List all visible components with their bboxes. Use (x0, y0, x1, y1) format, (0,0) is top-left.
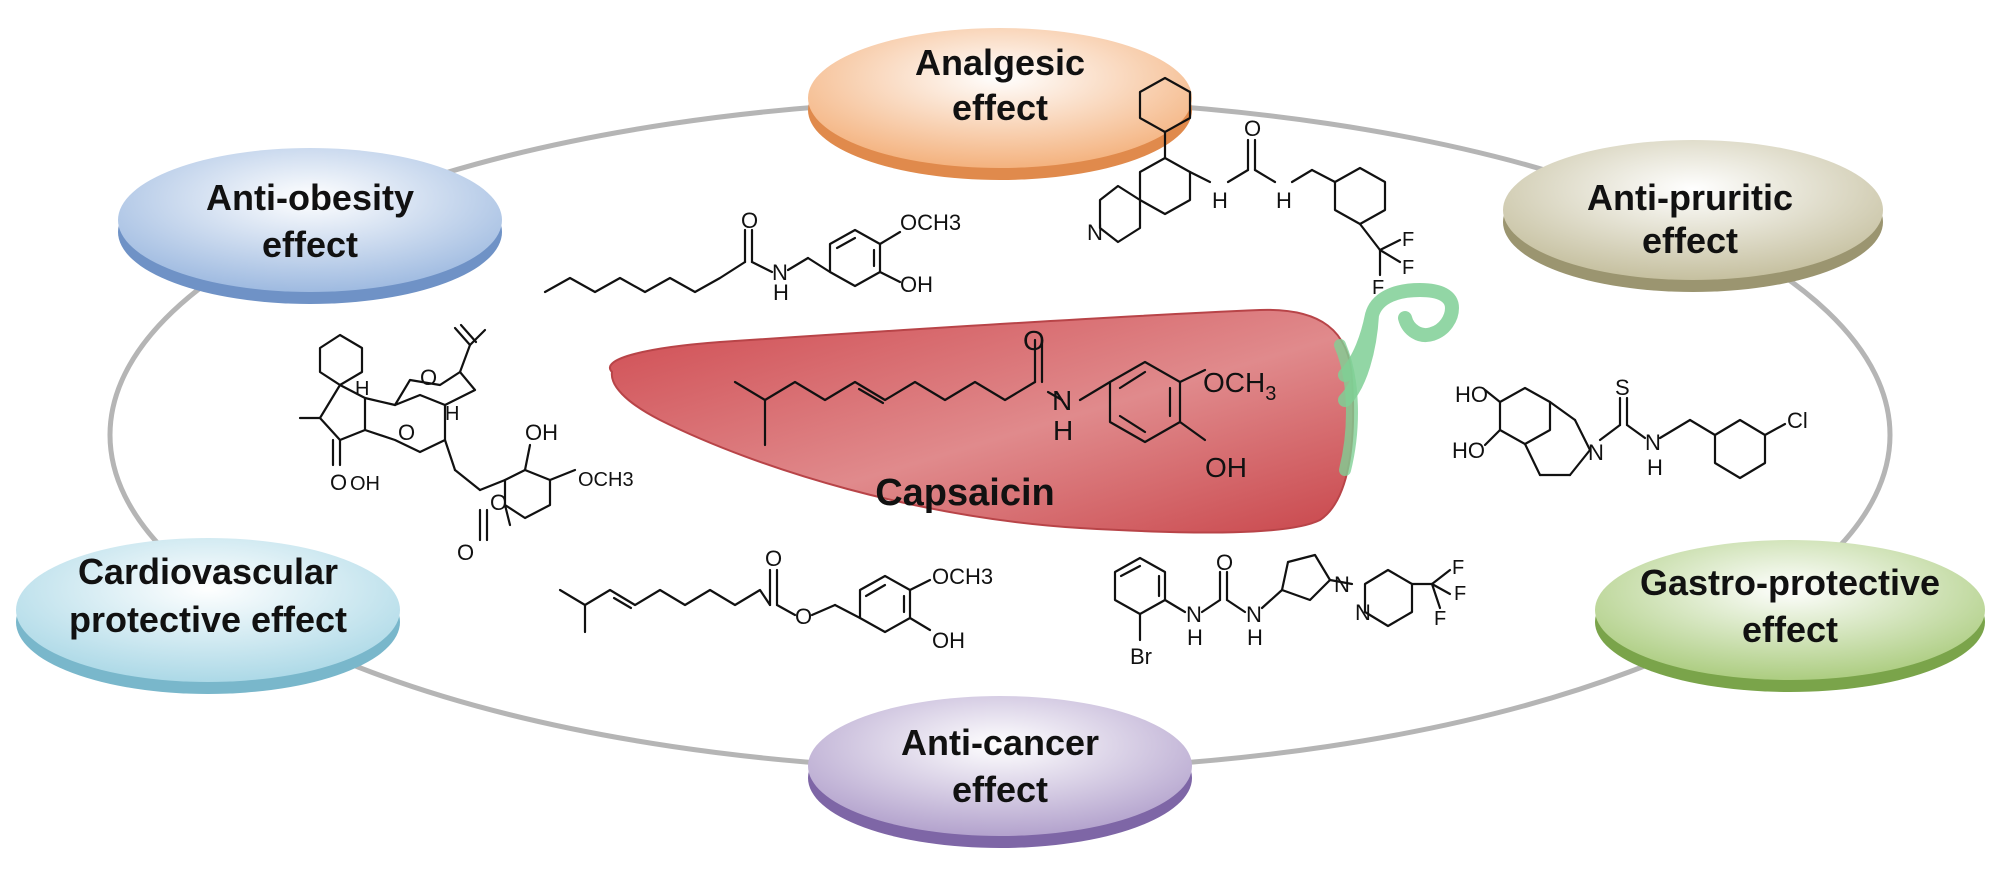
pepper-stem-cap (1334, 339, 1358, 476)
m4-oh2: OH (525, 420, 558, 445)
effect-anti-cancer-line1: Anti-cancer (901, 722, 1099, 763)
capsaicin-label: Capsaicin (875, 472, 1055, 514)
pepper-stem (1338, 283, 1459, 407)
m5-o1: O (765, 546, 782, 571)
effect-cardiovascular: Cardiovascular protective effect (16, 538, 400, 694)
m4-h2: H (445, 403, 459, 425)
molecule-capsiate: O O OCH3 OH (558, 546, 993, 653)
effect-gastro-protective-line1: Gastro-protective (1640, 562, 1940, 603)
capsaicin-oh: OH (1205, 452, 1247, 483)
m1-h: H (773, 280, 789, 305)
effect-cardiovascular-line2: protective effect (69, 599, 347, 640)
m5-oh: OH (932, 628, 965, 653)
m1-oh: OH (900, 272, 933, 297)
m2-h2: H (1276, 188, 1292, 213)
effect-analgesic-line2: effect (952, 87, 1048, 128)
effect-anti-pruritic-line2: effect (1642, 220, 1738, 261)
effect-anti-cancer-line2: effect (952, 769, 1048, 810)
m6-n1: N (1186, 602, 1202, 627)
capsaicin-atom-h: H (1053, 415, 1073, 446)
m4-o1: O (330, 470, 347, 495)
molecule-nonivamide: O N H OCH3 OH (543, 208, 961, 305)
effect-gastro-protective: Gastro-protective effect (1595, 540, 1985, 692)
m3-n1: N (1588, 440, 1604, 465)
m3-cl: Cl (1787, 408, 1808, 433)
m6-f3: F (1434, 608, 1446, 630)
m2-o: O (1244, 116, 1261, 141)
m1-n: N (772, 260, 788, 285)
m3-ho2: HO (1452, 438, 1485, 463)
molecule-resiniferatoxin: O O O O H H OH OH OCH3 O (298, 323, 634, 565)
m3-s: S (1615, 375, 1630, 400)
m6-n4: N (1355, 600, 1371, 625)
molecule-pyrrolidinyl-urea: Br O N H N H N N F F F (1113, 550, 1466, 669)
m6-n3: N (1334, 572, 1350, 597)
m4-h1: H (355, 378, 369, 400)
effect-anti-pruritic-line1: Anti-pruritic (1587, 177, 1793, 218)
m3-ho1: HO (1455, 382, 1488, 407)
molecule-capsazepine: HO HO S N N H Cl (1452, 375, 1808, 480)
m4-o3: O (420, 365, 437, 390)
m2-h1: H (1212, 188, 1228, 213)
effect-anti-obesity-line1: Anti-obesity (206, 177, 414, 218)
effect-anti-obesity: Anti-obesity effect (118, 148, 502, 304)
m1-och3: OCH3 (900, 210, 961, 235)
m4-oh1: OH (350, 473, 380, 495)
capsaicin-structure: O N H OCH3 OH (733, 325, 1276, 483)
m5-o2: O (795, 604, 812, 629)
m1-o: O (741, 208, 758, 233)
effect-anti-cancer: Anti-cancer effect (808, 696, 1192, 848)
effect-anti-obesity-line2: effect (262, 224, 358, 265)
effect-analgesic-line1: Analgesic (915, 42, 1085, 83)
capsaicin-sub3: 3 (1265, 383, 1276, 405)
capsaicin-pepper (609, 283, 1459, 534)
m2-n: N (1087, 220, 1103, 245)
effect-analgesic: Analgesic effect (808, 28, 1192, 180)
capsaicin-och3: OCH3 (1203, 367, 1276, 405)
m6-h2: H (1247, 625, 1263, 650)
effect-cardiovascular-line1: Cardiovascular (78, 551, 338, 592)
capsaicin-atom-o: O (1023, 325, 1045, 356)
m3-n2: N (1645, 430, 1661, 455)
molecule-isoquinoline-urea: N O H H F F F (1087, 76, 1414, 299)
m6-h1: H (1187, 625, 1203, 650)
capsaicin-atom-n: N (1052, 385, 1072, 416)
effect-gastro-protective-line2: effect (1742, 609, 1838, 650)
m4-och3: OCH3 (578, 469, 634, 491)
m6-o: O (1216, 550, 1233, 575)
m6-n2: N (1246, 602, 1262, 627)
effect-anti-pruritic: Anti-pruritic effect (1503, 140, 1883, 292)
m2-f1: F (1402, 229, 1414, 251)
m6-f1: F (1452, 557, 1464, 579)
m6-br: Br (1130, 644, 1152, 669)
m4-o4: O (490, 490, 507, 515)
m2-f3: F (1372, 277, 1384, 299)
m6-f2: F (1454, 583, 1466, 605)
m2-f2: F (1402, 257, 1414, 279)
m4-o5: O (457, 540, 474, 565)
m3-h: H (1647, 455, 1663, 480)
m4-o2: O (398, 420, 415, 445)
m5-och3: OCH3 (932, 564, 993, 589)
